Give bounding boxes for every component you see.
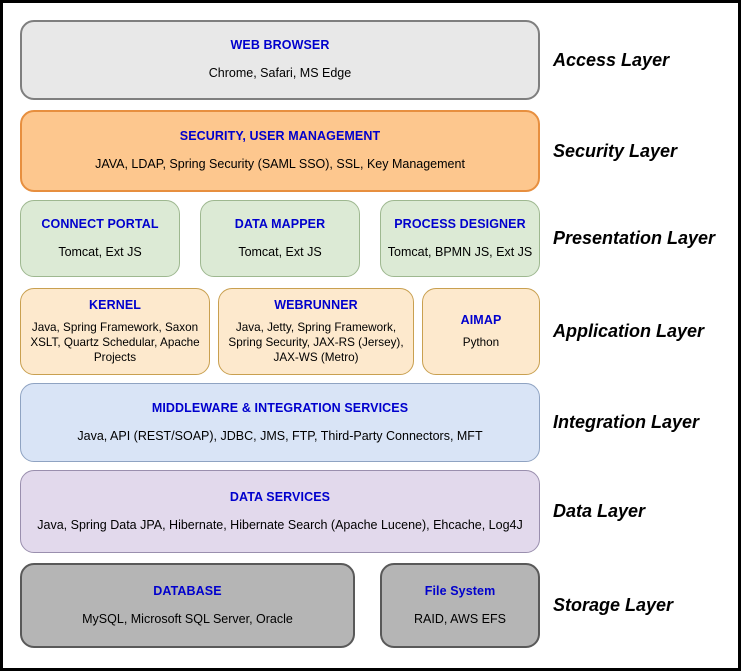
box-webrunner: WEBRUNNER Java, Jetty, Spring Framework,… [218,288,414,375]
layer-label-data: Data Layer [553,501,646,521]
box-data-services: DATA SERVICES Java, Spring Data JPA, Hib… [20,470,540,553]
box-title-kernel: KERNEL [89,297,141,312]
box-file-system: File System RAID, AWS EFS [380,563,540,648]
box-aimap: AIMAP Python [422,288,540,375]
box-title-data-services: DATA SERVICES [229,489,331,504]
layer-row-storage: DATABASE MySQL, Microsoft SQL Server, Or… [20,563,738,648]
layer-label-application: Application Layer [553,321,705,341]
layer-label-storage: Storage Layer [553,595,674,615]
layer-row-presentation: CONNECT PORTAL Tomcat, Ext JS DATA MAPPE… [20,200,738,277]
layer-label-integration: Integration Layer [553,412,700,432]
box-subtitle-file-system: RAID, AWS EFS [414,611,506,626]
layer-row-security: SECURITY, USER MANAGEMENT JAVA, LDAP, Sp… [20,110,738,192]
box-title-data-mapper: DATA MAPPER [234,216,326,231]
layer-boxes-security: SECURITY, USER MANAGEMENT JAVA, LDAP, Sp… [20,110,540,192]
box-subtitle-process-designer: Tomcat, BPMN JS, Ext JS [387,244,533,259]
box-title-web-browser: WEB BROWSER [230,38,330,53]
layer-row-application: KERNEL Java, Spring Framework, Saxon XSL… [20,288,738,375]
layer-boxes-integration: MIDDLEWARE & INTEGRATION SERVICES Java, … [20,383,540,462]
layer-row-data: DATA SERVICES Java, Spring Data JPA, Hib… [20,470,738,553]
box-title-security-user-management: SECURITY, USER MANAGEMENT [179,129,381,144]
box-web-browser: WEB BROWSER Chrome, Safari, MS Edge [20,20,540,100]
box-title-process-designer: PROCESS DESIGNER [394,216,526,231]
box-title-file-system: File System [424,583,496,598]
layer-row-integration: MIDDLEWARE & INTEGRATION SERVICES Java, … [20,383,738,462]
box-title-connect-portal: CONNECT PORTAL [41,216,159,231]
layer-label-access: Access Layer [553,49,670,70]
box-connect-portal: CONNECT PORTAL Tomcat, Ext JS [20,200,180,277]
box-subtitle-data-services: Java, Spring Data JPA, Hibernate, Hibern… [37,517,523,532]
layer-label-presentation: Presentation Layer [553,228,716,248]
box-process-designer: PROCESS DESIGNER Tomcat, BPMN JS, Ext JS [380,200,540,277]
layer-boxes-storage: DATABASE MySQL, Microsoft SQL Server, Or… [20,563,540,648]
box-subtitle-data-mapper: Tomcat, Ext JS [238,244,322,259]
box-kernel: KERNEL Java, Spring Framework, Saxon XSL… [20,288,210,375]
box-subtitle-kernel: Java, Spring Framework, Saxon XSLT, Quar… [30,320,200,365]
box-subtitle-middleware-integration-services: Java, API (REST/SOAP), JDBC, JMS, FTP, T… [77,428,483,443]
box-security-user-management: SECURITY, USER MANAGEMENT JAVA, LDAP, Sp… [20,110,540,192]
box-subtitle-webrunner: Java, Jetty, Spring Framework, Spring Se… [228,320,404,365]
layer-boxes-presentation: CONNECT PORTAL Tomcat, Ext JS DATA MAPPE… [20,200,540,277]
box-data-mapper: DATA MAPPER Tomcat, Ext JS [200,200,360,277]
layer-row-access: WEB BROWSER Chrome, Safari, MS Edge Acce… [20,20,738,100]
box-subtitle-security-user-management: JAVA, LDAP, Spring Security (SAML SSO), … [95,157,465,172]
box-subtitle-web-browser: Chrome, Safari, MS Edge [208,66,352,81]
layer-boxes-application: KERNEL Java, Spring Framework, Saxon XSL… [20,288,540,375]
box-subtitle-database: MySQL, Microsoft SQL Server, Oracle [82,611,293,626]
box-title-middleware-integration-services: MIDDLEWARE & INTEGRATION SERVICES [151,400,409,415]
layer-boxes-data: DATA SERVICES Java, Spring Data JPA, Hib… [20,470,540,553]
box-middleware-integration-services: MIDDLEWARE & INTEGRATION SERVICES Java, … [20,383,540,462]
box-title-database: DATABASE [153,583,222,598]
box-subtitle-connect-portal: Tomcat, Ext JS [58,244,142,259]
box-database: DATABASE MySQL, Microsoft SQL Server, Or… [20,563,355,648]
box-subtitle-aimap: Python [462,335,500,349]
box-title-webrunner: WEBRUNNER [274,297,358,312]
layer-label-security: Security Layer [553,140,678,161]
layer-boxes-access: WEB BROWSER Chrome, Safari, MS Edge [20,20,540,100]
box-title-aimap: AIMAP [460,312,502,327]
